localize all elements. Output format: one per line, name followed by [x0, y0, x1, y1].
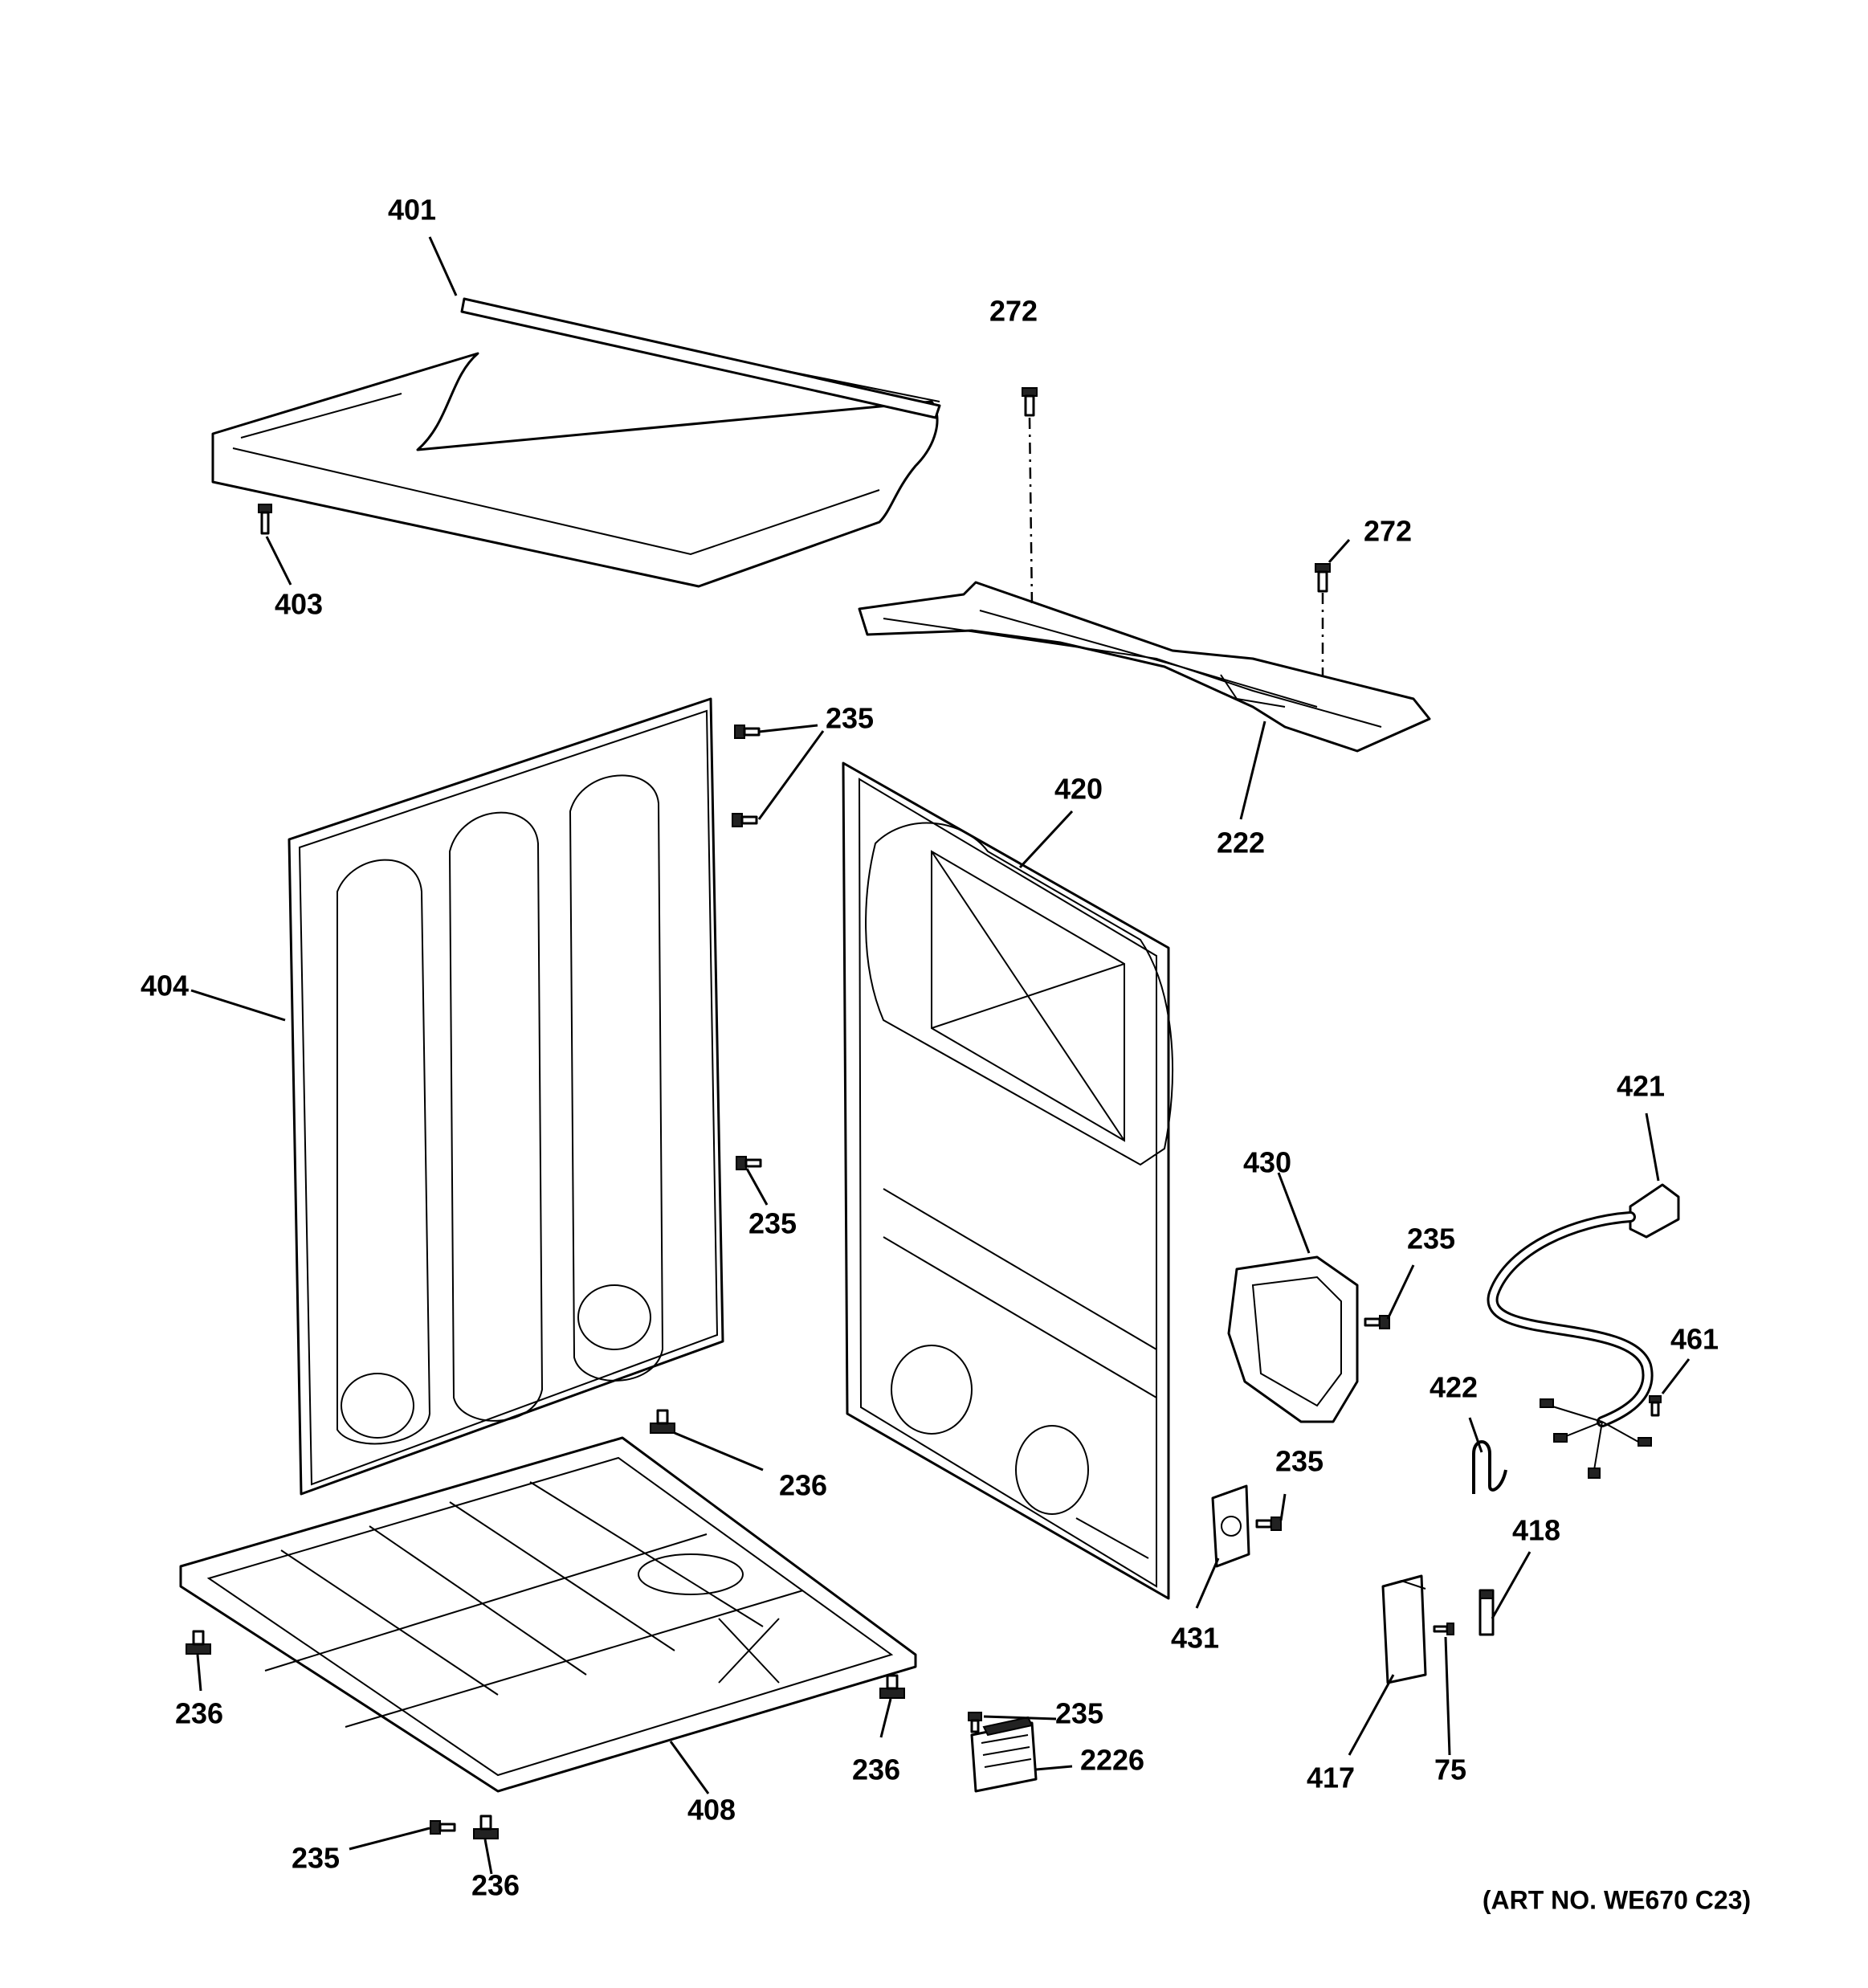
- callout-418: 418: [1512, 1514, 1560, 1547]
- rear-panel-part: [842, 761, 1173, 1600]
- screw-75: [1433, 1623, 1454, 1635]
- callout-401: 401: [388, 194, 436, 227]
- fuse-418: [1478, 1589, 1495, 1636]
- callout-222: 222: [1217, 827, 1265, 859]
- top-bracket-part: [858, 581, 1431, 753]
- callout-235-side-lower: 235: [748, 1207, 797, 1240]
- callout-461: 461: [1670, 1323, 1719, 1356]
- leader-lines: [190, 236, 1691, 1875]
- leveling-feet-236: [186, 1409, 905, 1839]
- terminal-plate-431: [1211, 1484, 1250, 1568]
- callout-430: 430: [1243, 1146, 1291, 1179]
- callout-272-right: 272: [1364, 515, 1412, 548]
- callout-408: 408: [687, 1794, 736, 1827]
- screw-235-base: [430, 1820, 456, 1835]
- terminal-block-2226: [970, 1716, 1038, 1793]
- callout-235-side-top: 235: [826, 702, 874, 735]
- screws-235-side-panel: [732, 725, 762, 1170]
- callout-236-top: 236: [779, 1469, 827, 1502]
- screw-461: [1649, 1395, 1662, 1417]
- screw-272-upper: [1022, 387, 1038, 417]
- vent-bracket-part: [1227, 1255, 1359, 1423]
- screw-403: [258, 504, 272, 535]
- callout-403: 403: [275, 588, 323, 621]
- callout-272-top: 272: [989, 295, 1038, 328]
- callout-431: 431: [1171, 1622, 1219, 1655]
- callout-2226: 2226: [1080, 1744, 1144, 1777]
- top-panel-part: [211, 297, 941, 588]
- base-part: [179, 1436, 917, 1793]
- callout-236-bottom: 236: [471, 1869, 520, 1902]
- screw-235-vent: [1364, 1315, 1390, 1329]
- callout-235-plate: 235: [1275, 1445, 1324, 1478]
- power-cord-421: [1487, 1183, 1680, 1479]
- callout-417: 417: [1307, 1761, 1355, 1794]
- callout-236-left: 236: [175, 1697, 223, 1730]
- screw-235-plate: [1255, 1517, 1282, 1531]
- callout-235-base: 235: [292, 1842, 340, 1875]
- callout-75: 75: [1434, 1753, 1466, 1786]
- callout-labels: 401 403 272 272 222 235 235 235 235 235 …: [141, 194, 1751, 1915]
- screw-272-right: [1315, 563, 1331, 593]
- callout-422: 422: [1430, 1371, 1478, 1404]
- terminal-cover-417: [1381, 1574, 1427, 1684]
- callout-235-vent: 235: [1407, 1223, 1455, 1255]
- callout-420: 420: [1054, 773, 1103, 806]
- callout-404: 404: [141, 970, 189, 1002]
- art-number: (ART NO. WE670 C23): [1483, 1885, 1751, 1914]
- cord-clip-422: [1472, 1440, 1507, 1494]
- screw-235-module: [968, 1712, 982, 1733]
- callout-235-module: 235: [1055, 1697, 1103, 1730]
- side-panel-part: [288, 697, 724, 1496]
- callout-421: 421: [1617, 1070, 1665, 1103]
- callout-236-right: 236: [852, 1753, 900, 1786]
